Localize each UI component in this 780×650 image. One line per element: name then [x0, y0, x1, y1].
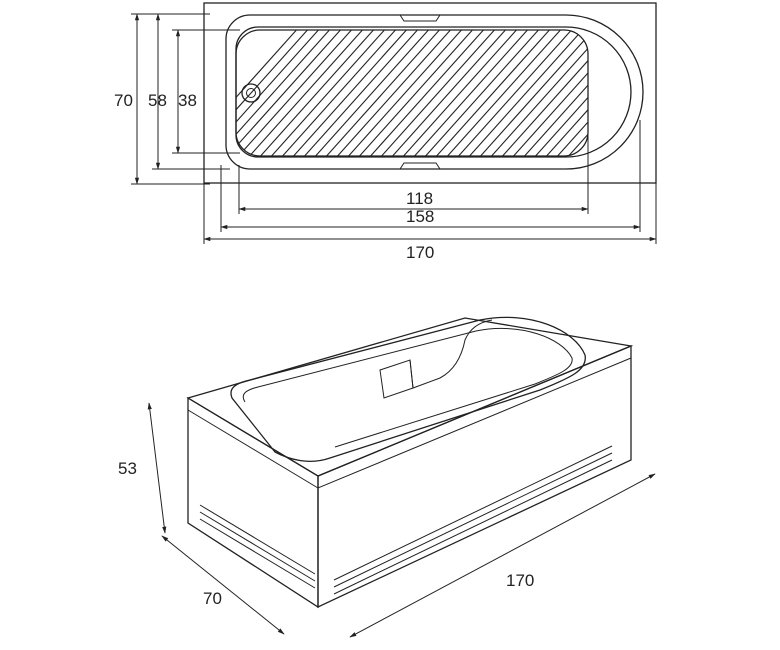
- tub-inner-basin: [230, 316, 586, 462]
- width-dimensions: [131, 13, 240, 185]
- hatch-line: [586, 30, 588, 156]
- hatch-line: [399, 30, 521, 156]
- dim-length-inner: 158: [406, 207, 434, 226]
- hatch-line: [256, 30, 378, 156]
- hatch-line: [542, 30, 588, 156]
- dim-length-line: [349, 473, 656, 638]
- front-panel-groove-1: [333, 445, 613, 581]
- hatch-line: [553, 30, 588, 156]
- hatch-line: [236, 30, 334, 156]
- iso-view: 53 70 170: [118, 316, 656, 638]
- tub-outer-rim: [203, 2, 657, 184]
- hatch-line: [531, 30, 588, 156]
- hatch-line: [388, 30, 510, 156]
- hatch-line: [465, 30, 587, 156]
- hatch-line: [476, 30, 588, 156]
- tub-rim-top: [186, 317, 634, 477]
- hatch-line: [322, 30, 444, 156]
- hatch-line: [289, 30, 411, 156]
- hatch-line: [278, 30, 400, 156]
- hatch-line: [300, 30, 422, 156]
- tub-backrest: [409, 319, 493, 389]
- hatch-line: [236, 30, 301, 156]
- hatch-line: [509, 30, 588, 156]
- dim-width-base: 38: [178, 91, 197, 110]
- tub-handle-top: [399, 14, 441, 22]
- hatch-line: [236, 30, 356, 156]
- top-view: 70 58 38 118 158 170: [114, 2, 773, 262]
- hatch-line: [564, 30, 588, 156]
- hatch-line: [267, 30, 389, 156]
- tub-backrest-wall: [379, 359, 414, 399]
- end-panel-groove-2: [199, 511, 316, 582]
- hatch-line: [366, 30, 488, 156]
- hatch-line: [421, 30, 543, 156]
- dim-depth-line: [161, 535, 285, 635]
- tub-end-panel: [187, 396, 319, 609]
- hatch-line: [598, 26, 718, 160]
- hatch-line: [653, 26, 773, 160]
- hatch-line: [498, 30, 588, 156]
- hatch-line: [333, 30, 455, 156]
- hatch-line: [311, 30, 433, 156]
- hatch-line: [410, 30, 532, 156]
- hatch-line: [432, 30, 554, 156]
- length-dimensions: [203, 120, 657, 244]
- hatch-line: [344, 30, 466, 156]
- end-panel-groove-3: [199, 518, 316, 589]
- hatch-line: [620, 26, 740, 160]
- hatch-line: [520, 30, 588, 156]
- hatch-line: [236, 30, 323, 156]
- hatch-line: [443, 30, 565, 156]
- tub-rim-edge: [187, 357, 632, 489]
- front-panel-groove-2: [333, 452, 613, 588]
- dim-length: 170: [506, 571, 534, 590]
- anti-slip-hatch: [236, 26, 773, 160]
- end-panel-groove-1: [199, 504, 316, 575]
- dim-height: 53: [118, 459, 137, 478]
- tub-handle-bottom: [399, 162, 441, 170]
- hatch-line: [454, 30, 576, 156]
- front-panel-groove-3: [333, 459, 613, 595]
- hatch-line: [245, 30, 367, 156]
- hatch-line: [236, 30, 345, 156]
- anti-slip-area: [235, 29, 589, 157]
- dim-length-base: 118: [406, 189, 433, 208]
- dim-height-line: [147, 402, 167, 534]
- hatch-line: [487, 30, 588, 156]
- hatch-line: [377, 30, 499, 156]
- tub-inner-step: [242, 327, 573, 448]
- hatch-line: [236, 30, 312, 156]
- hatch-line: [642, 26, 762, 160]
- dim-depth: 70: [203, 589, 222, 608]
- hatch-line: [631, 26, 751, 160]
- hatch-line: [575, 30, 588, 156]
- drain-inner: [246, 88, 256, 98]
- dim-width-inner: 58: [148, 91, 167, 110]
- dim-width-outer: 70: [114, 91, 133, 110]
- hatch-line: [355, 30, 477, 156]
- tub-inner-rim: [225, 14, 644, 170]
- dim-length-outer: 170: [406, 243, 434, 262]
- drain-icon: [241, 83, 261, 103]
- tub-front-panel: [317, 345, 632, 609]
